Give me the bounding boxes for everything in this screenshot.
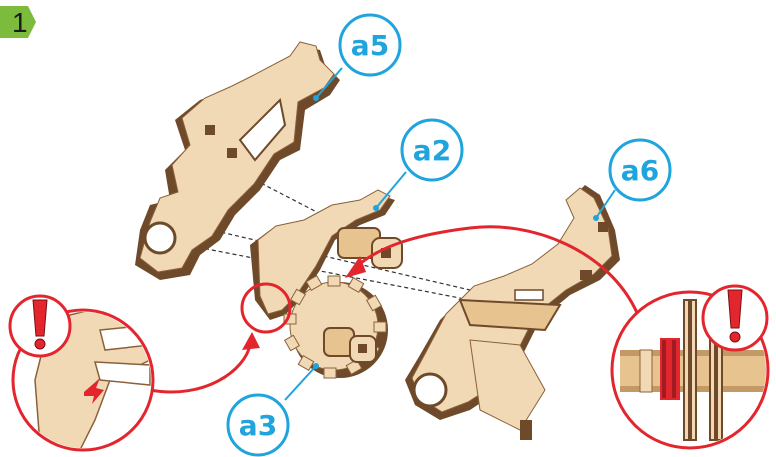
step-number: 1 (12, 7, 28, 38)
right-detail-view (610, 290, 770, 450)
detail-arrow (149, 344, 252, 394)
callout-label-a3: a3 (239, 409, 277, 442)
callout-a3: a3 (226, 393, 290, 457)
part-a2 (250, 189, 403, 320)
part-a3 (283, 274, 388, 379)
detail-arrowhead (242, 332, 260, 350)
warning-badge-right (701, 284, 769, 352)
exclamation-icon (32, 299, 48, 350)
insert-arrowhead (345, 256, 366, 278)
callout-dots (313, 95, 599, 369)
callout-a6: a6 (608, 138, 672, 202)
callout-leaders (284, 67, 616, 401)
callout-a2: a2 (400, 118, 464, 182)
callout-label-a5: a5 (351, 29, 389, 62)
callout-a5: a5 (338, 13, 402, 77)
exclamation-icon (727, 289, 743, 343)
part-a5 (135, 41, 340, 280)
step-badge: 1 (0, 6, 36, 38)
highlight-ring (240, 282, 292, 334)
callout-label-a6: a6 (621, 154, 659, 187)
part-a6 (405, 185, 620, 440)
warning-badge-left (8, 294, 72, 358)
callout-label-a2: a2 (413, 134, 451, 167)
insert-arrow (353, 225, 640, 316)
insert-direction-arrow (84, 378, 104, 404)
